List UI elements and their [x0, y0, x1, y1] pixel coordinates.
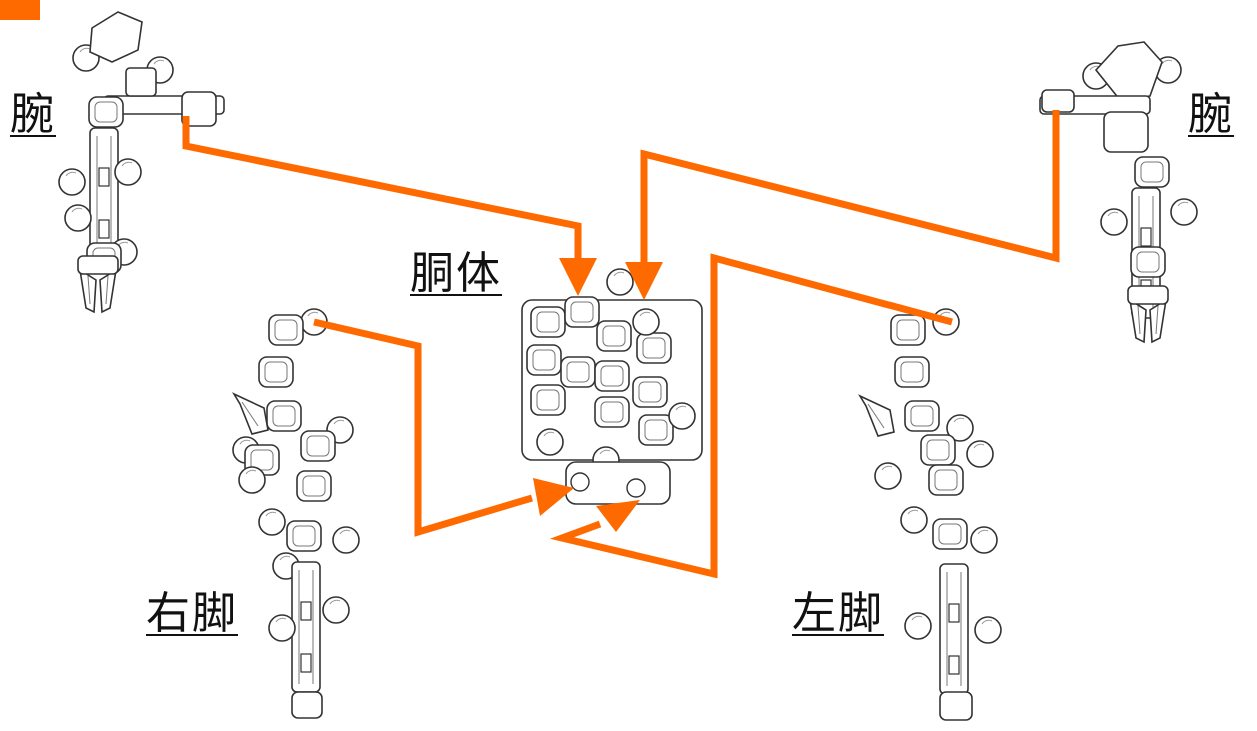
- connection-arrow-right-arm: [625, 110, 1060, 300]
- leg-part-left: [859, 308, 1002, 721]
- label-torso: 胴体: [410, 248, 502, 299]
- connection-arrow-right-leg: [313, 318, 574, 537]
- label-leg-left: 左脚: [792, 588, 884, 639]
- connection-arrow-left-arm: [182, 116, 597, 296]
- torso-part: [521, 268, 703, 505]
- arm-part-left: [58, 11, 225, 313]
- connection-arrow-left-leg: [549, 253, 953, 579]
- label-leg-right: 右脚: [146, 588, 238, 639]
- arm-left-shoulder-block: [89, 11, 143, 63]
- arm-right-shoulder-block: [1094, 41, 1163, 101]
- label-arm-right: 腕: [1188, 89, 1234, 140]
- leg-part-right: [232, 308, 360, 719]
- arm-part-right: [1039, 41, 1198, 343]
- label-arm-left: 腕: [10, 89, 56, 140]
- corner-accent-badge: [0, 0, 40, 20]
